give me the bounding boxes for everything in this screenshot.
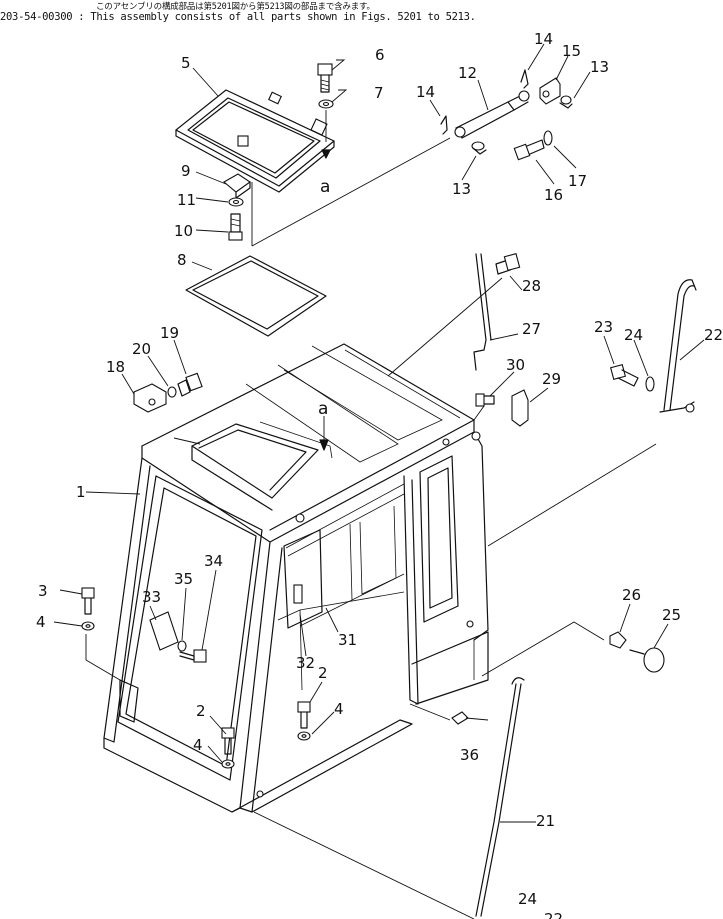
pad-36 — [451, 711, 469, 725]
washer-35 — [177, 640, 187, 652]
callout-19: 19 — [160, 324, 179, 342]
gas-spring-12 — [454, 90, 530, 139]
bolt-10 — [228, 213, 243, 241]
callout-10: 10 — [174, 222, 193, 240]
bolt-19 — [177, 372, 203, 397]
callout-2-mid: 2 — [318, 664, 328, 682]
bracket-9 — [223, 173, 251, 199]
washer-7 — [318, 99, 334, 109]
callout-8: 8 — [177, 251, 187, 269]
cab-frame — [103, 343, 489, 813]
nut-26 — [609, 631, 627, 649]
washer-4-left — [81, 621, 95, 631]
bolt-2-left — [221, 727, 235, 755]
bolt-30 — [475, 393, 495, 407]
rod-27 — [473, 253, 492, 371]
bolt-34 — [179, 649, 207, 663]
callout-32: 32 — [296, 654, 315, 672]
callout-23: 23 — [594, 318, 613, 336]
callout-14-left: 14 — [416, 83, 435, 101]
washer-17 — [543, 130, 553, 146]
callout-4-bottom: 4 — [193, 736, 203, 754]
callout-13-lower: 13 — [452, 180, 471, 198]
bolt-3 — [81, 587, 95, 615]
callout-31: 31 — [338, 631, 357, 649]
pin-13-upper — [559, 95, 573, 109]
callout-4-left: 4 — [36, 613, 46, 631]
callout-25: 25 — [662, 606, 681, 624]
bracket-15 — [539, 77, 561, 105]
bolt-6 — [317, 63, 333, 93]
callout-7: 7 — [374, 84, 384, 102]
callout-17: 17 — [568, 172, 587, 190]
bolt-28 — [495, 253, 521, 275]
callout-16: 16 — [544, 186, 563, 204]
bolt-23 — [609, 363, 639, 387]
washer-4-mid — [297, 731, 311, 741]
section-mark-a-cab: a — [318, 399, 328, 419]
callout-6: 6 — [375, 46, 385, 64]
callout-13-upper: 13 — [590, 58, 609, 76]
section-mark-a-top: a — [320, 177, 330, 197]
callout-15: 15 — [562, 42, 581, 60]
callout-21: 21 — [536, 812, 555, 830]
seal-8 — [185, 255, 327, 337]
clip-14-right — [520, 69, 529, 89]
callout-26: 26 — [622, 586, 641, 604]
washer-4-bottom — [221, 759, 235, 769]
callout-29: 29 — [542, 370, 561, 388]
callout-36: 36 — [460, 746, 479, 764]
knob-25 — [629, 647, 665, 673]
callout-14-right: 14 — [534, 30, 553, 48]
stopper-18 — [133, 383, 167, 413]
bolt-2-mid — [297, 701, 311, 729]
callout-9: 9 — [181, 162, 191, 180]
header-japanese-note: このアセンブリの構成部品は第5201図から第5213図の部品まで含みます。 — [96, 2, 375, 12]
callout-28: 28 — [522, 277, 541, 295]
callout-12: 12 — [458, 64, 477, 82]
washer-20 — [167, 386, 177, 398]
callout-24-right: 24 — [624, 326, 643, 344]
callout-30: 30 — [506, 356, 525, 374]
washer-24 — [645, 376, 655, 392]
callout-35: 35 — [174, 570, 193, 588]
callout-5: 5 — [181, 54, 191, 72]
bolt-16 — [513, 139, 545, 161]
washer-11 — [228, 197, 244, 207]
header-assembly-note: 203-54-00300 : This assembly consists of… — [0, 11, 476, 23]
callout-33: 33 — [142, 588, 161, 606]
callout-22-bottom: 22 — [544, 910, 563, 919]
callout-11: 11 — [177, 191, 196, 209]
callout-4-mid: 4 — [334, 700, 344, 718]
callout-20: 20 — [132, 340, 151, 358]
rod-21 — [475, 677, 525, 917]
callout-1: 1 — [76, 483, 86, 501]
callout-27: 27 — [522, 320, 541, 338]
callout-2-left: 2 — [196, 702, 206, 720]
callout-3: 3 — [38, 582, 48, 600]
callout-34: 34 — [204, 552, 223, 570]
clip-14-left — [440, 115, 448, 135]
pin-13-lower — [471, 141, 487, 155]
callout-18: 18 — [106, 358, 125, 376]
callout-24-bottom: 24 — [518, 890, 537, 908]
roof-hatch — [175, 89, 335, 193]
handrail-22 — [659, 279, 697, 413]
callout-22: 22 — [704, 326, 723, 344]
bracket-29 — [511, 389, 529, 427]
